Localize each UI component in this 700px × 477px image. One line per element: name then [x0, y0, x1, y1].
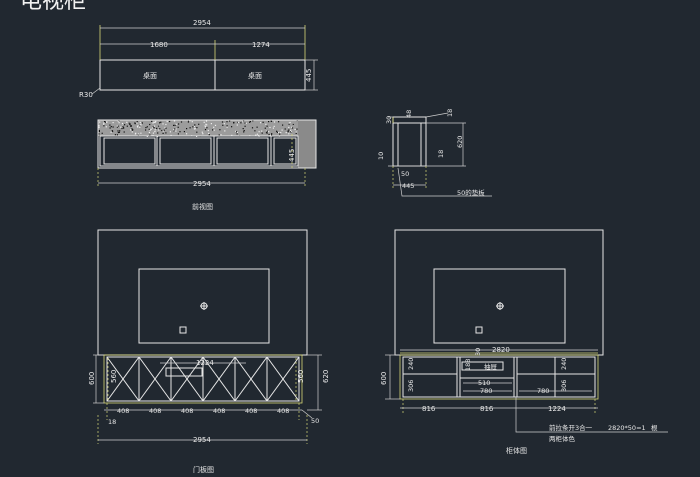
door-width-label: 408 [149, 407, 161, 415]
top-view-depth: 445 [305, 69, 313, 82]
door-brace [234, 356, 268, 402]
cabinet-view-note-unit: 根 [651, 423, 658, 432]
top-view-width-right: 1274 [252, 41, 270, 49]
top-view-panel-left-label: 桌面 [143, 71, 157, 80]
door-view-gap: 18 [108, 418, 116, 426]
door-panel [266, 356, 300, 402]
section-height: 620 [456, 136, 464, 148]
section-bottom: 10 [377, 152, 385, 160]
top-view-width-left: 1680 [150, 41, 168, 49]
cabinet-view: 2820 600 240 306 240 306 30 188 抽屉 510 7… [380, 229, 668, 455]
door-brace [170, 356, 204, 402]
door-view-tv [138, 268, 270, 344]
cabinet-view-center-label: 抽屉 [484, 362, 498, 371]
cabinet-view-note-line2: 两柜体色 [549, 434, 576, 443]
door-view-cabinet [103, 354, 303, 404]
door-width-label: 408 [245, 407, 257, 415]
cabinet-view-bottom-right: 1224 [548, 405, 566, 413]
top-view-outline [99, 59, 306, 91]
cabinet-view-height-total: 600 [380, 372, 388, 385]
door-brace [202, 356, 236, 402]
door-view-doors [106, 356, 300, 402]
cabinet-view-caption: 柜体图 [506, 446, 527, 455]
door-view-height-side: 620 [322, 370, 330, 383]
cabinet-view-right-upper: 240 [560, 358, 568, 370]
front-view: 445 2954 前视图 [97, 119, 317, 211]
cabinet-view-center-top: 30 [474, 348, 482, 356]
door-brace [106, 356, 140, 402]
door-view-height-right: 560 [297, 370, 305, 383]
cabinet-view-center-width: 510 [478, 379, 490, 387]
front-view-width-total: 2954 [193, 180, 211, 188]
cabinet-view-wall [394, 229, 604, 356]
door-view-height-total: 600 [88, 372, 96, 385]
front-view-side-slab [298, 120, 316, 168]
door-view-width-total: 2954 [193, 436, 211, 444]
top-view-width-total: 2954 [193, 19, 211, 27]
cabinet-view-right-lower: 306 [560, 380, 568, 392]
section-depth: 445 [402, 182, 414, 190]
cabinet-view-center-mid: 188 [464, 359, 472, 371]
door-view-wall [97, 229, 308, 356]
door-view-caption: 门板图 [193, 465, 214, 474]
drawing-title: 电视柜 [20, 0, 86, 14]
cabinet-view-right-bottom: 780 [537, 387, 549, 395]
door-brace [266, 356, 300, 402]
door-view-width-center: 1224 [196, 359, 214, 367]
door-view-door-widths: 408 408 408 408 408 408 [117, 407, 289, 415]
cabinet-view-note-spec: 2820*50=1 [608, 424, 646, 432]
section-note: 50的垫板 [457, 188, 485, 197]
door-width-label: 408 [277, 407, 289, 415]
cabinet-view-left-upper: 240 [407, 358, 415, 370]
door-brace [138, 356, 172, 402]
section-detail: 30 48 18 620 18 10 50 445 50的垫板 [377, 109, 492, 197]
front-view-height: 445 [288, 149, 296, 162]
cabinet-view-left-lower: 306 [407, 380, 415, 392]
section-foot: 50 [401, 170, 409, 178]
top-view-panel-right-label: 桌面 [248, 71, 262, 80]
door-view-height-panel: 560 [110, 370, 118, 383]
section-top-right: 18 [446, 109, 454, 117]
cabinet-view-tv [433, 268, 566, 344]
front-view-caption: 前视图 [192, 202, 213, 211]
cabinet-view-bottom-left: 816 [422, 405, 436, 413]
cabinet-view-center-bottom: 780 [480, 387, 492, 395]
door-width-label: 408 [213, 407, 225, 415]
top-view: 2954 1680 1274 桌面 桌面 445 R30 [79, 19, 318, 99]
cabinet-view-cabinet [399, 354, 599, 400]
top-view-radius: R30 [79, 91, 93, 99]
section-leg-top: 48 [405, 110, 413, 118]
cabinet-view-bottom-mid: 816 [480, 405, 494, 413]
cabinet-view-note-line1: 前拉条开3合一 [549, 423, 593, 432]
section-top: 30 [385, 116, 393, 124]
door-view-foot: 50 [311, 417, 319, 425]
door-width-label: 408 [181, 407, 193, 415]
cabinet-view-width-total: 2820 [492, 346, 510, 354]
front-view-body [99, 135, 299, 167]
section-inner: 18 [437, 150, 445, 158]
door-width-label: 408 [117, 407, 129, 415]
